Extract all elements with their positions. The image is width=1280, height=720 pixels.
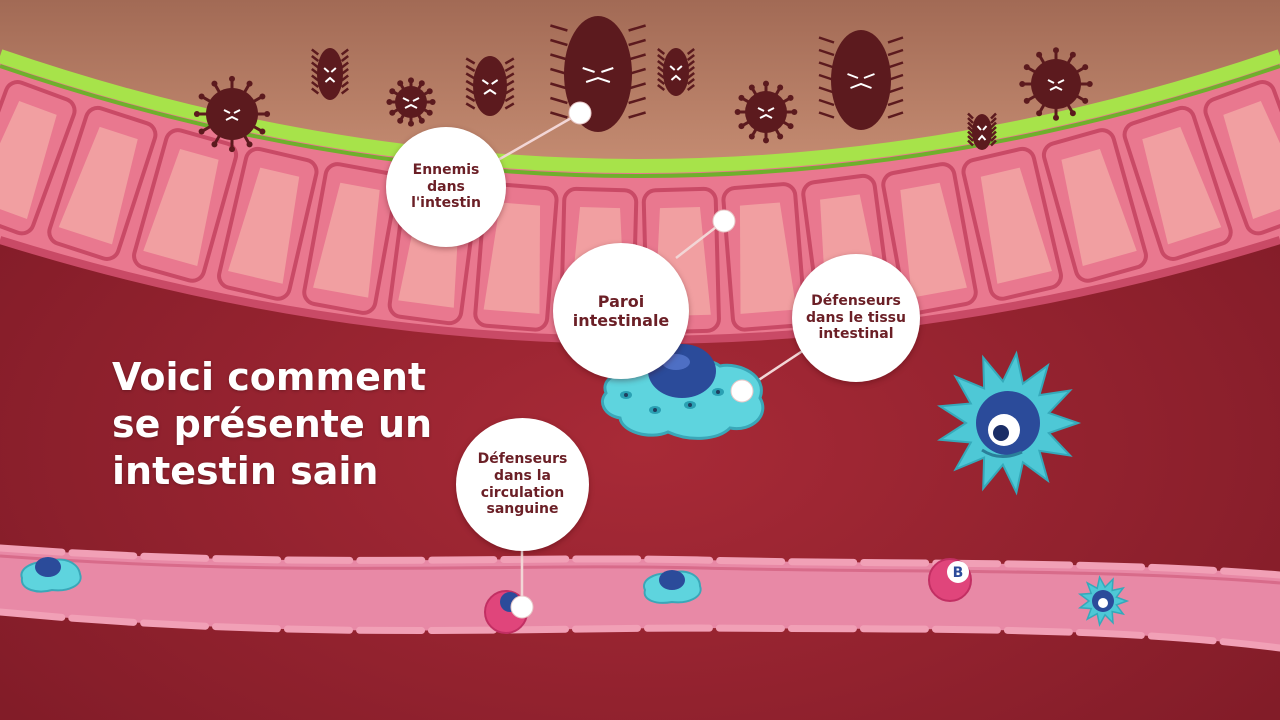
epithelial-cell — [961, 146, 1063, 301]
blood-dendritic-cell — [1077, 575, 1130, 627]
blood-macrophage-center — [643, 570, 702, 604]
epithelial-cell — [0, 80, 77, 236]
mucus-layer — [0, 49, 1280, 173]
dendritic-cell — [937, 350, 1082, 496]
virus-enemy — [734, 80, 798, 144]
bacterium-enemy — [657, 48, 695, 96]
connector-dots — [510, 101, 754, 619]
bacterium-enemy — [311, 48, 349, 100]
epithelial-cell — [1041, 128, 1148, 283]
epithelial-cell — [1203, 80, 1280, 236]
epithelial-cell — [721, 182, 807, 332]
bacterium-enemy — [967, 112, 997, 150]
b-cell-right: B — [928, 558, 972, 602]
label-enemies-text: Ennemis dans l'intestin — [411, 161, 481, 212]
virus-enemy — [193, 75, 271, 153]
label-tissue-text: Défenseurs dans le tissu intestinal — [806, 292, 906, 343]
label-wall-text: Paroi intestinale — [572, 291, 670, 330]
label-blood-text: Défenseurs dans la circulation sanguine — [477, 450, 568, 518]
label-tissue-defenders: Défenseurs dans le tissu intestinal — [792, 254, 920, 382]
mucus-layer-shadow — [0, 64, 1280, 178]
epithelial-cell — [1122, 105, 1233, 261]
label-enemies-in-intestine: Ennemis dans l'intestin — [386, 127, 506, 247]
b-cell-letter: B — [953, 565, 964, 581]
label-blood-defenders: Défenseurs dans la circulation sanguine — [456, 418, 589, 551]
intestinal-lumen — [0, 0, 1280, 166]
headline-text: Voici comment se présente un intestin sa… — [112, 355, 433, 493]
bacterium-enemy — [465, 56, 515, 116]
epithelial-cell — [881, 162, 978, 315]
blood-macrophage-left — [20, 557, 82, 593]
label-intestinal-wall: Paroi intestinale — [553, 243, 689, 379]
bacterium-enemy — [818, 30, 904, 130]
epithelial-cell — [302, 162, 399, 315]
epithelial-cell — [132, 128, 239, 283]
virus-enemy — [386, 77, 436, 127]
virus-enemy — [1019, 47, 1093, 121]
bacteria-group — [193, 16, 1093, 153]
epithelial-cell — [47, 105, 158, 261]
epithelial-cell — [217, 146, 319, 301]
